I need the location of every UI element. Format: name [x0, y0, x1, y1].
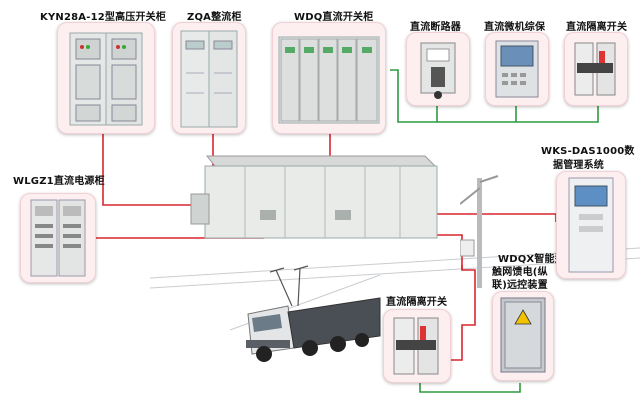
iso-bottom-label: 直流隔离开关: [386, 297, 448, 308]
dc-isolator-bottom-card: [383, 309, 451, 383]
iso-top-label: 直流隔离开关: [566, 22, 628, 33]
kyn-label: KYN28A-12型高压开关柜: [40, 12, 167, 23]
dc-switchgear-image: [278, 36, 380, 124]
rectifier-cabinet-image: [180, 30, 238, 128]
zqa-label: ZQA整流柜: [187, 12, 242, 23]
breaker-label: 直流断路器: [410, 22, 461, 33]
high-voltage-cabinet-image: [69, 32, 143, 126]
protection-relay-image: [495, 40, 539, 98]
wdqx-label-line2: 触网馈电(纵: [492, 267, 548, 278]
wdq-label: WDQ直流开关柜: [294, 12, 374, 23]
kyn-switchgear-card: [57, 22, 155, 134]
dc-breaker-image: [420, 42, 456, 99]
electric-truck-image: [246, 265, 381, 362]
wdqx-label-line1: WDQX智能型: [498, 254, 565, 265]
data-cabinet-image: [568, 177, 614, 273]
signal-lines: [390, 69, 599, 393]
remote-control-box-image: [500, 297, 546, 373]
dc-breaker-card: [406, 32, 470, 106]
catenary-pole-image: [460, 175, 499, 288]
isolator-switch-image: [393, 317, 439, 375]
dc-protection-card: [485, 32, 549, 106]
dc-power-cabinet-image: [30, 199, 86, 277]
wlgz-label: WLGZ1直流电源柜: [13, 176, 105, 187]
dc-isolator-top-card: [564, 32, 628, 106]
das-label-line2: 据管理系统: [553, 160, 604, 171]
wdqx-remote-control-card: [492, 291, 554, 381]
wlgz-power-cabinet-card: [20, 193, 96, 283]
isolator-switch-image: [574, 42, 616, 96]
das-system-card: [556, 171, 626, 279]
substation-container-image: [190, 155, 438, 239]
das-label-line1: WKS-DAS1000数: [541, 146, 635, 157]
wdq-switchgear-card: [272, 22, 386, 134]
zqa-rectifier-card: [172, 22, 246, 134]
wdqx-label-line3: 联)远控装置: [492, 280, 548, 291]
protect-label: 直流微机综保: [484, 22, 546, 33]
